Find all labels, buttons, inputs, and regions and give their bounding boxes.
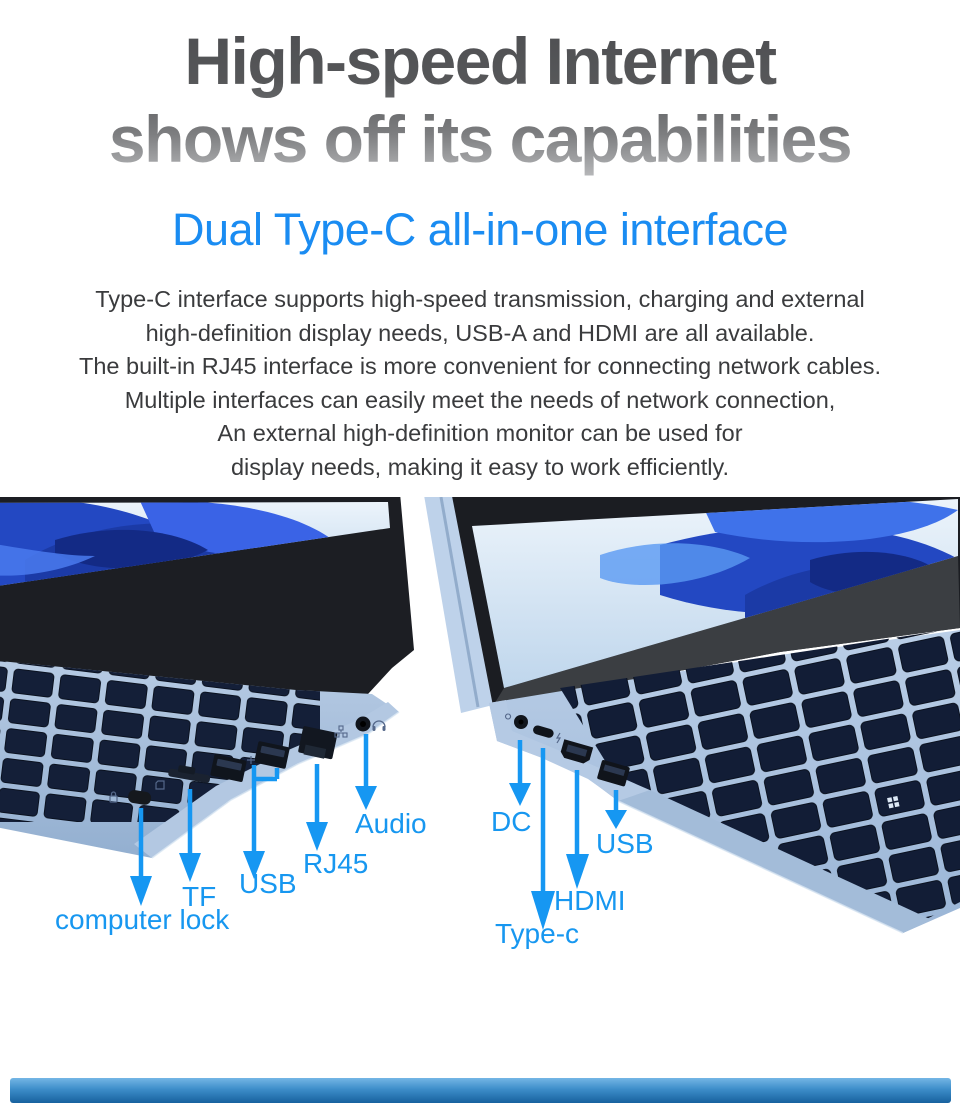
type-c-port <box>533 725 554 738</box>
label-type-c: Type-c <box>495 918 580 949</box>
title-line-2: shows off its capabilities <box>108 102 852 176</box>
right-laptop-hinge-band <box>493 556 960 706</box>
arrow-hdmi <box>566 770 589 889</box>
hero-image <box>0 491 960 967</box>
lightning-icon <box>555 732 562 744</box>
right-laptop-image <box>424 491 960 934</box>
rj45-port <box>298 726 338 760</box>
label-usb-right: USB <box>596 828 654 859</box>
label-usb-left: USB <box>239 868 297 899</box>
paragraph-line: high-definition display needs, USB-A and… <box>145 319 815 346</box>
label-hdmi: HDMI <box>554 885 626 916</box>
arrow-usb-right <box>605 790 627 829</box>
ethernet-icon <box>334 725 348 738</box>
paragraph-line: Type-C interface supports high-speed tra… <box>95 286 865 312</box>
power-dot-icon <box>505 713 512 720</box>
right-laptop-front-edge <box>618 790 932 933</box>
sd-card-icon <box>155 780 165 790</box>
label-tf: TF <box>182 881 217 912</box>
usb-mark-icon <box>247 756 255 764</box>
lock-icon <box>109 791 118 803</box>
hdmi-port <box>560 739 594 764</box>
arrow-type-c <box>531 748 555 930</box>
arrow-usb-left <box>243 765 280 879</box>
usb-port-1 <box>210 754 247 782</box>
paragraph-line: An external high-definition monitor can … <box>217 420 743 446</box>
bottom-accent-bar <box>10 1078 951 1103</box>
usb-port-2 <box>254 741 290 769</box>
label-dc: DC <box>491 806 532 837</box>
arrow-dc <box>509 740 531 806</box>
arrow-audio <box>355 734 377 810</box>
page-subtitle: Dual Type-C all-in-one interface <box>172 204 788 255</box>
tf-card-slot <box>168 765 211 783</box>
label-rj45: RJ45 <box>303 848 369 879</box>
arrow-computer-lock <box>130 808 152 906</box>
kensington-lock-slot <box>128 790 152 805</box>
page-title: High-speed Internet shows off its capabi… <box>0 22 960 178</box>
paragraph-line: display needs, making it easy to work ef… <box>230 453 730 480</box>
label-computer-lock: computer lock <box>55 904 230 935</box>
arrow-rj45 <box>306 764 328 851</box>
label-audio: Audio <box>355 808 427 839</box>
left-laptop-image <box>0 493 414 859</box>
paragraph-line: Multiple interfaces can easily meet the … <box>124 386 836 413</box>
title-line-1: High-speed Internet <box>184 24 776 98</box>
paragraph-line: The built-in RJ45 interface is more conv… <box>78 353 882 379</box>
description-paragraph: Type-C interface supports high-speed tra… <box>0 283 960 484</box>
usb-port-right <box>597 760 630 787</box>
windows-key-icon <box>887 795 900 809</box>
arrow-tf <box>179 789 201 882</box>
headphone-icon <box>372 720 386 731</box>
